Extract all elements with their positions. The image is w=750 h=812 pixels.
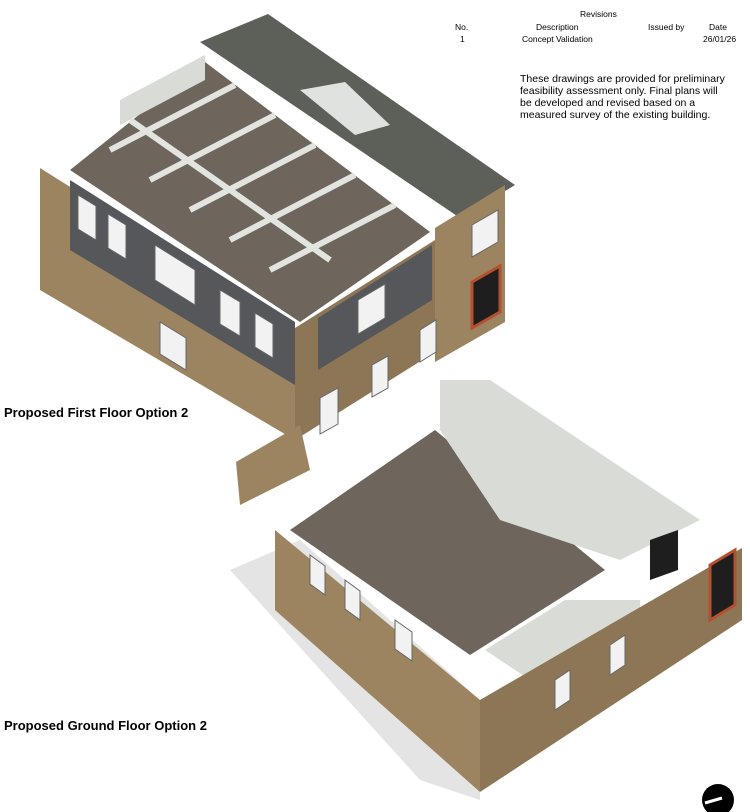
revision-row-date: 26/01/26 [703, 34, 737, 44]
revisions-header-no: No. [455, 22, 469, 32]
roof-trusses [108, 82, 397, 273]
revisions-header-description: Description [536, 22, 579, 32]
ground-floor-interior-floor [290, 430, 605, 655]
entrance-door [470, 263, 502, 331]
revision-row-description: Concept Validation [522, 34, 593, 44]
ground-door [708, 547, 737, 623]
revisions-header-date: Date [709, 22, 727, 32]
windows [77, 194, 499, 435]
interior-wall-back [120, 55, 205, 125]
ground-floor-label: Proposed Ground Floor Option 2 [4, 718, 207, 733]
revisions-header-issued-by: Issued by [648, 22, 685, 32]
ground-windows [309, 554, 626, 711]
first-floor-label: Proposed First Floor Option 2 [4, 405, 189, 420]
north-arrow [702, 784, 734, 812]
ground-floor-model [230, 380, 742, 800]
ground-door-2 [650, 530, 678, 580]
first-floor-model [40, 14, 515, 505]
wall-stub [236, 425, 310, 505]
revisions-title: Revisions [580, 9, 617, 19]
front-left-wall [275, 530, 480, 792]
revision-row-no: 1 [460, 34, 465, 44]
interior-partitions [440, 380, 700, 560]
roof-opening [300, 82, 390, 135]
disclaimer-note: These drawings are provided for prelimin… [520, 73, 725, 121]
